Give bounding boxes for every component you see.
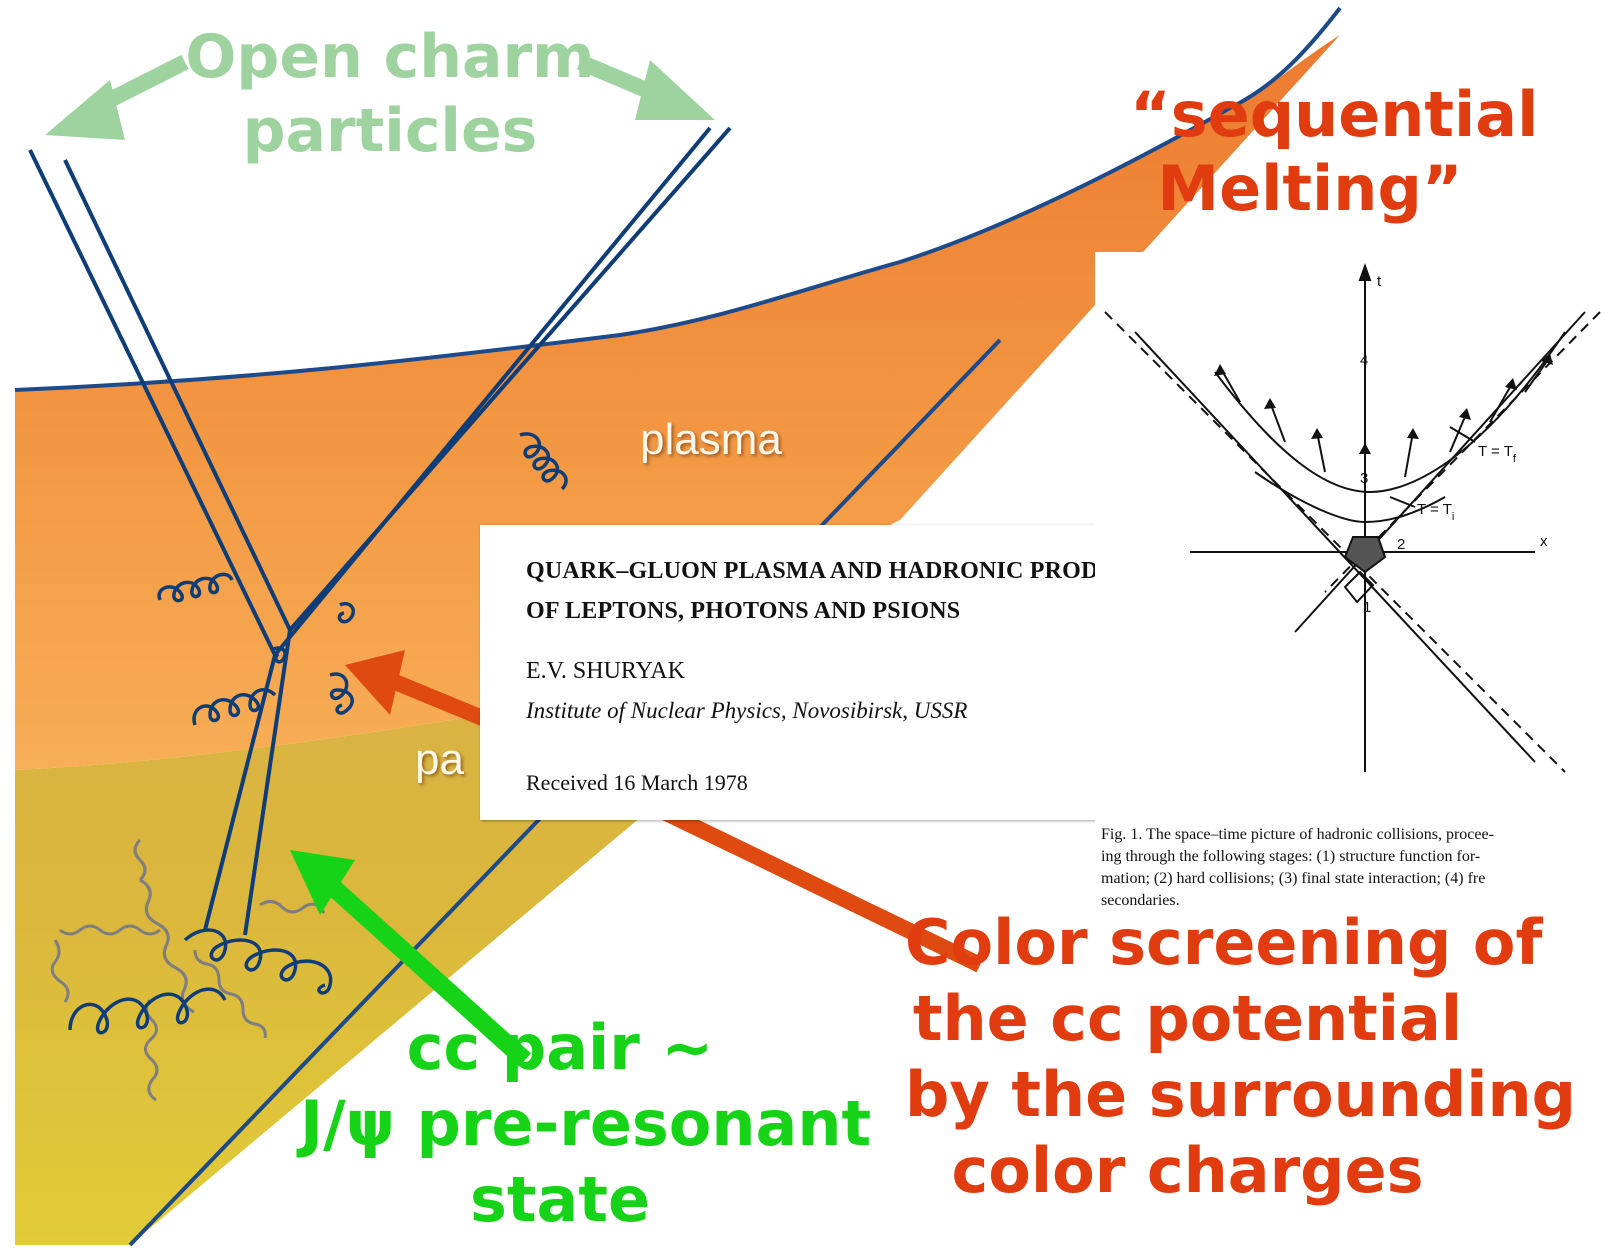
region-3-label: 3 bbox=[1360, 470, 1368, 487]
screen-line4: color charges bbox=[951, 1134, 1424, 1207]
structure-region bbox=[1343, 570, 1375, 604]
region-2-label: 2 bbox=[1397, 536, 1405, 553]
sequential-line2: Melting” bbox=[1157, 152, 1463, 225]
pair-line2: J/ψ pre-resonant bbox=[300, 1087, 872, 1160]
cc-pair-label: cc pair ~ J/ψ pre-resonant state bbox=[300, 1010, 872, 1238]
open-charm-arrow-left bbox=[45, 54, 189, 140]
tf-label: T = Tf bbox=[1478, 443, 1517, 465]
open-charm-arrow-right bbox=[576, 54, 715, 120]
spacetime-diagram: t x 4 3 2 1 T = Tf T = Ti bbox=[1104, 263, 1601, 773]
open-charm-label: Open charm particles bbox=[180, 20, 600, 168]
color-screening-label: Color screening of the cc potential by t… bbox=[905, 905, 1577, 1209]
spacetime-figure: t x 4 3 2 1 T = Tf T = Ti Fig. 1. The sp… bbox=[1095, 252, 1605, 917]
caption-line2: ing through the following stages: (1) st… bbox=[1101, 848, 1481, 865]
axis-t-label: t bbox=[1377, 273, 1382, 290]
freezeout-curve bbox=[1214, 331, 1566, 494]
gluon-cloud-blue bbox=[68, 432, 568, 1035]
region-1-label: 1 bbox=[1363, 599, 1371, 616]
screen-line3: by the surrounding bbox=[905, 1058, 1577, 1131]
collision-region bbox=[1343, 536, 1387, 574]
paper-institute: Institute of Nuclear Physics, Novosibirs… bbox=[526, 698, 968, 723]
sequential-line1: “sequential bbox=[1130, 78, 1539, 151]
paper-title-line1: QUARK–GLUON PLASMA AND HADRONIC PRODUCTI… bbox=[526, 558, 1196, 584]
initial-curve bbox=[1254, 471, 1446, 524]
screening-arrow-lower bbox=[656, 802, 984, 973]
screen-line2: the cc potential bbox=[912, 982, 1463, 1055]
plasma-region bbox=[15, 35, 1340, 770]
region-4-label: 4 bbox=[1360, 352, 1368, 369]
t-axis-arrowhead bbox=[1358, 263, 1372, 281]
screen-line1: Color screening of bbox=[905, 906, 1543, 979]
figure-caption: Fig. 1. The space–time picture of hadron… bbox=[1101, 824, 1605, 912]
open-charm-line1: Open charm bbox=[185, 22, 595, 92]
gluon-cloud-grey bbox=[50, 838, 326, 1102]
tf-subscript: f bbox=[1513, 453, 1517, 465]
plasma-label: plasma bbox=[640, 415, 782, 464]
ti-subscript: i bbox=[1452, 511, 1454, 523]
partons-label: pa bbox=[415, 735, 464, 784]
paper-received: Received 16 March 1978 bbox=[526, 770, 748, 795]
right-going-line bbox=[1134, 331, 1536, 763]
paper-author: E.V. SHURYAK bbox=[526, 658, 685, 684]
caption-line3: mation; (2) hard collisions; (3) final s… bbox=[1101, 870, 1486, 887]
dashed-line-1 bbox=[1104, 311, 1566, 773]
pair-line1: cc pair ~ bbox=[406, 1011, 714, 1084]
pair-arrow bbox=[290, 850, 532, 1067]
caption-line1: Fig. 1. The space–time picture of hadron… bbox=[1101, 826, 1494, 843]
ti-label: T = Ti bbox=[1417, 501, 1454, 523]
sequential-melting-label: “sequential Melting” bbox=[1130, 78, 1539, 226]
caption-line4: secondaries. bbox=[1101, 892, 1180, 909]
tf-text: T = T bbox=[1478, 443, 1513, 460]
left-going-line bbox=[1294, 311, 1586, 633]
paper-title-line2: OF LEPTONS, PHOTONS AND PSIONS bbox=[526, 598, 961, 624]
charm-quark-lines bbox=[28, 126, 732, 936]
open-charm-line2: particles bbox=[242, 96, 538, 166]
axis-x-label: x bbox=[1540, 533, 1548, 550]
ti-text: T = T bbox=[1417, 501, 1452, 518]
pair-line3: state bbox=[469, 1163, 651, 1236]
paper-title: QUARK–GLUON PLASMA AND HADRONIC PRODUCTI… bbox=[526, 551, 1196, 631]
